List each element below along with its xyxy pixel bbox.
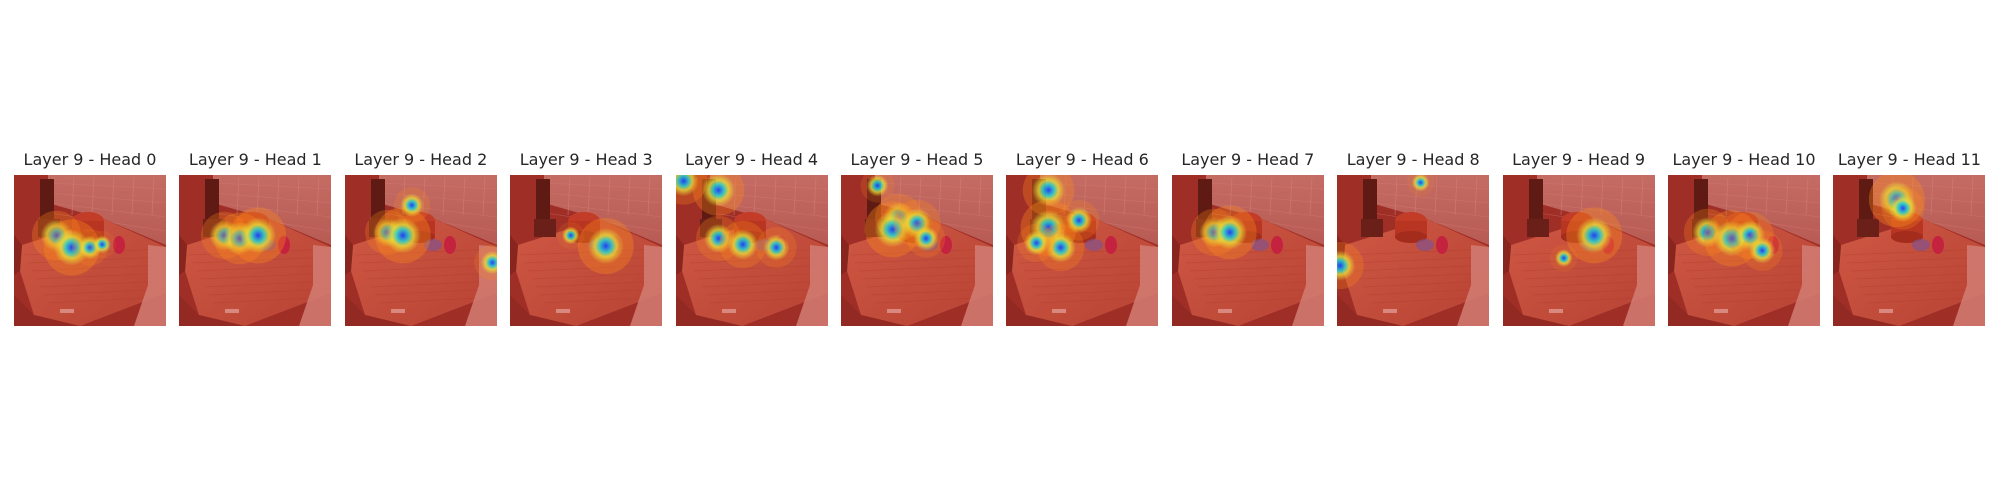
- heatmap-panel: Layer 9 - Head 0: [14, 147, 166, 326]
- attention-hotspot: [480, 250, 497, 275]
- red-fruit: [940, 236, 952, 254]
- attention-hotspot: [240, 217, 277, 254]
- panel-title: Layer 9 - Head 4: [685, 150, 819, 169]
- attention-hotspot: [1066, 207, 1093, 234]
- attention-hotspot: [913, 226, 939, 251]
- attention-hotspot: [1749, 237, 1776, 264]
- appliance: [1528, 179, 1543, 225]
- heatmap-panel: Layer 9 - Head 10: [1668, 147, 1820, 326]
- panel-title: Layer 9 - Head 2: [354, 150, 488, 169]
- heatmap-panel: Layer 9 - Head 5: [841, 147, 993, 326]
- heatmap-panel: Layer 9 - Head 1: [179, 147, 332, 326]
- attention-heatmap-image: [179, 175, 332, 326]
- attention-hotspot: [675, 175, 699, 197]
- attention-hotspot: [1575, 217, 1612, 254]
- attention-hotspot: [1212, 215, 1247, 250]
- attention-heatmap-image: [1337, 175, 1490, 326]
- attention-hotspot: [93, 235, 112, 254]
- attention-hotspot: [399, 193, 424, 217]
- panel-title: Layer 9 - Head 9: [1512, 150, 1646, 169]
- counter-top: [1508, 219, 1655, 326]
- appliance: [370, 179, 385, 225]
- attention-heatmap-image: [344, 175, 497, 326]
- attention-hotspot: [874, 211, 911, 248]
- appliance: [1694, 179, 1708, 225]
- attention-hotspot: [562, 226, 580, 245]
- red-fruit: [113, 236, 125, 254]
- attention-heatmap-image: [841, 175, 993, 326]
- appliance: [1859, 179, 1874, 225]
- counter-top: [1839, 219, 1986, 326]
- appliance: [205, 179, 220, 225]
- attention-heatmap-image: [510, 175, 663, 326]
- attention-hotspot: [866, 175, 889, 197]
- attention-hotspot: [701, 175, 735, 207]
- attention-heatmap-image: [1833, 175, 1986, 326]
- red-fruit: [1932, 236, 1945, 254]
- attention-hotspot: [53, 229, 90, 266]
- appliance: [1363, 179, 1378, 225]
- red-fruit: [1105, 236, 1118, 254]
- panel-title: Layer 9 - Head 5: [850, 150, 984, 169]
- attention-hotspot: [762, 234, 790, 261]
- attention-hotspot: [1032, 175, 1066, 207]
- heatmap-panel: Layer 9 - Head 4: [675, 147, 828, 326]
- attention-hotspot: [1889, 194, 1918, 223]
- counter-top: [847, 219, 993, 326]
- appliance: [536, 179, 551, 225]
- heatmap-panel: Layer 9 - Head 2: [344, 147, 497, 326]
- red-fruit: [278, 236, 291, 254]
- attention-hotspot: [703, 223, 733, 253]
- panel-title: Layer 9 - Head 1: [188, 150, 322, 169]
- attention-hotspot: [1024, 230, 1050, 256]
- attention-hotspot: [727, 229, 758, 260]
- attention-heatmap-image: [14, 175, 166, 326]
- appliance: [1197, 179, 1212, 225]
- counter-top: [1343, 219, 1490, 326]
- attention-heatmap-image: [1006, 175, 1159, 326]
- heatmap-panel: Layer 9 - Head 11: [1833, 147, 1986, 326]
- red-fruit: [443, 236, 456, 254]
- heatmap-panel: Layer 9 - Head 6: [1006, 147, 1159, 326]
- panel-title: Layer 9 - Head 10: [1672, 150, 1816, 169]
- attention-hotspot: [1337, 250, 1356, 281]
- attention-heatmap-image: [1171, 175, 1324, 326]
- attention-hotspot: [1045, 232, 1077, 263]
- panel-title: Layer 9 - Head 8: [1346, 150, 1480, 169]
- attention-heatmap-image: [675, 175, 828, 326]
- panel-title: Layer 9 - Head 3: [519, 150, 653, 169]
- attention-hotspot: [1411, 175, 1430, 192]
- heatmap-panel: Layer 9 - Head 7: [1171, 147, 1324, 326]
- heatmap-panel: Layer 9 - Head 9: [1502, 147, 1655, 326]
- red-fruit: [1436, 236, 1449, 254]
- attention-hotspot: [1554, 249, 1573, 267]
- attention-hotspot: [384, 217, 421, 254]
- heatmap-panel: Layer 9 - Head 8: [1337, 147, 1490, 326]
- red-fruit: [1270, 236, 1283, 254]
- panel-title: Layer 9 - Head 11: [1837, 150, 1981, 169]
- panel-title: Layer 9 - Head 0: [23, 150, 157, 169]
- appliance: [40, 179, 54, 225]
- panel-title: Layer 9 - Head 6: [1015, 150, 1149, 169]
- panel-title: Layer 9 - Head 7: [1181, 150, 1315, 169]
- attention-heatmap-image: [1668, 175, 1820, 326]
- attention-heatmap-image: [1502, 175, 1655, 326]
- heatmap-panel: Layer 9 - Head 3: [510, 147, 663, 326]
- counter-top: [516, 219, 663, 326]
- attention-hotspot: [587, 227, 624, 264]
